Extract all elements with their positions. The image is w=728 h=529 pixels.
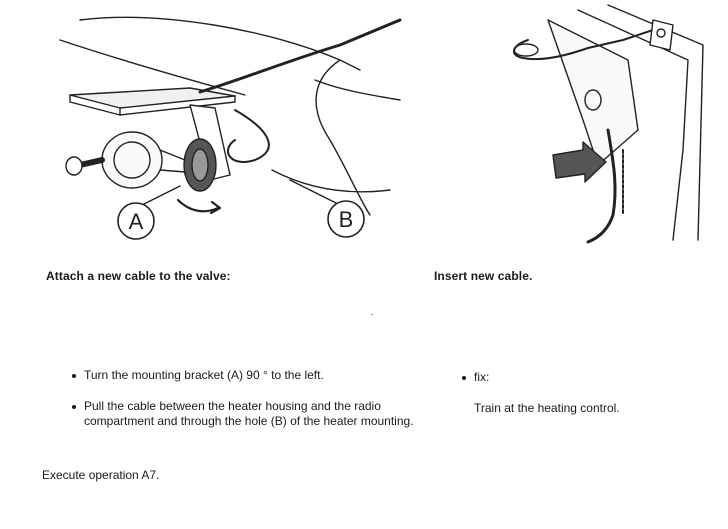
right-steps-list: fix: — [462, 370, 682, 385]
execute-operation-note: Execute operation A7. — [42, 468, 160, 482]
list-item: Pull the cable between the heater housin… — [72, 399, 432, 429]
callout-a: A — [117, 202, 155, 240]
valve-cable-illustration: A B — [59, 16, 402, 240]
callout-b: B — [327, 200, 365, 238]
right-note: Train at the heating control. — [474, 401, 620, 415]
callout-b-label: B — [339, 207, 354, 232]
left-steps-list: Turn the mounting bracket (A) 90 ° to th… — [72, 368, 432, 429]
callout-a-label: A — [129, 209, 144, 234]
list-item: fix: — [462, 370, 682, 385]
list-item: Turn the mounting bracket (A) 90 ° to th… — [72, 368, 432, 383]
left-section-heading: Attach a new cable to the valve: — [46, 269, 231, 283]
stray-mark — [371, 314, 373, 315]
heating-control-illustration — [513, 4, 704, 244]
right-section-heading: Insert new cable. — [434, 269, 533, 283]
